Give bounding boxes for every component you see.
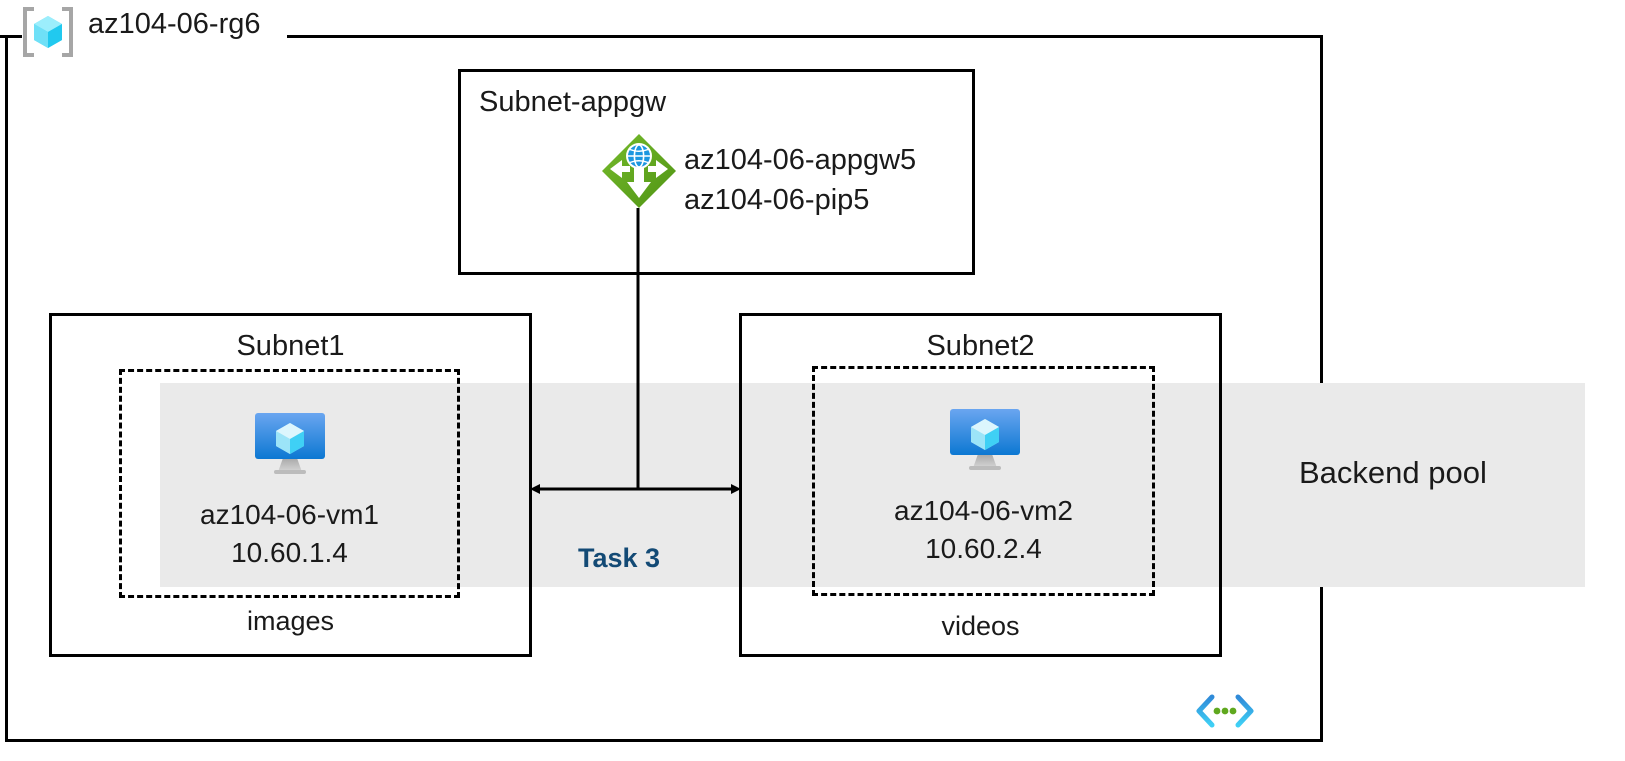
subnet1-title: Subnet1 [236,330,345,362]
task-3-annotation: Task 3 [578,543,661,573]
vm2-ip: 10.60.2.4 [925,533,1042,564]
vm1-ip: 10.60.1.4 [231,537,348,568]
virtual-machine-icon [945,404,1025,472]
backend-pool-label: Backend pool [1299,455,1487,490]
rg-border-bottom [5,739,1323,742]
virtual-machine-icon [250,408,330,476]
application-gateway-icon [600,132,678,210]
resource-group-cube-icon [20,6,76,58]
subnet2-caption: videos [941,611,1020,641]
subnet-appgw-box: Subnet-appgw [458,69,975,275]
code-brackets-icon [1196,694,1254,728]
rg-border-top-stub [0,35,22,38]
subnet1-box: Subnet1 images [49,313,532,657]
subnet2-title: Subnet2 [926,330,1035,362]
vm1-name: az104-06-vm1 [200,499,379,530]
rg-border-left [5,35,8,742]
vm2-name: az104-06-vm2 [894,495,1073,526]
public-ip-name: az104-06-pip5 [684,184,870,216]
appgw-name: az104-06-appgw5 [684,144,917,176]
subnet2-inner-dashed-boundary [812,366,1155,596]
appgw-resource-names: az104-06-appgw5 az104-06-pip5 [684,140,916,220]
backend-pool-band [160,383,1585,587]
vm1-text: az104-06-vm1 10.60.1.4 [119,496,460,572]
subnet1-caption: images [246,606,335,636]
rg-border-top [287,35,1323,38]
vm2-text: az104-06-vm2 10.60.2.4 [812,492,1155,568]
subnet1-inner-dashed-boundary [119,369,460,598]
resource-group-label: az104-06-rg6 [88,8,261,40]
subnet-appgw-title: Subnet-appgw [479,86,667,118]
